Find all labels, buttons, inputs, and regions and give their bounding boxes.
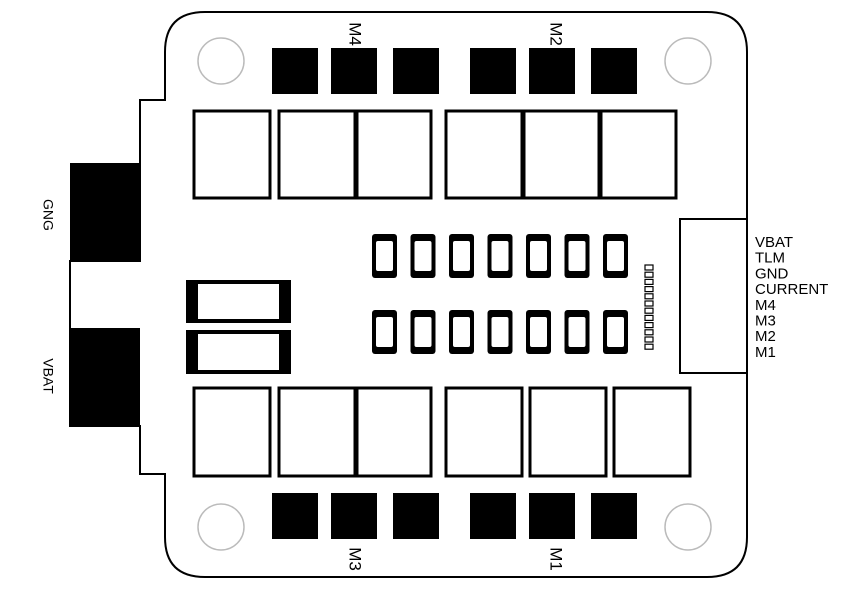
test-pad — [644, 343, 654, 350]
mosfet-outline — [277, 386, 357, 478]
connector-pin-label: TLM — [755, 250, 785, 267]
side-label-gng: GNG — [40, 199, 56, 231]
mosfet-outline — [599, 109, 678, 200]
mosfet-outline — [444, 386, 524, 478]
motor-pad — [529, 48, 575, 94]
motor-label-m4: M4 — [346, 22, 365, 46]
motor-label-m3: M3 — [346, 547, 365, 571]
mosfet-outline — [522, 109, 601, 200]
motor-pad — [272, 493, 318, 539]
connector-pin-label: VBAT — [755, 234, 793, 251]
mosfet-outline — [612, 386, 692, 478]
mount-hole-top-left — [197, 37, 245, 85]
motor-pad — [591, 493, 637, 539]
power-pad-gnd — [70, 163, 140, 260]
test-pad — [644, 336, 654, 343]
smd-component — [526, 234, 551, 278]
motor-pad — [331, 493, 377, 539]
test-pad — [644, 293, 654, 300]
test-pad — [644, 322, 654, 329]
motor-pad — [591, 48, 637, 94]
connector-pin-label: GND — [755, 265, 789, 282]
motor-pad — [272, 48, 318, 94]
test-pad — [644, 264, 654, 271]
connector-pin-label: CURRENT — [755, 281, 828, 298]
mosfet-outline — [192, 386, 272, 478]
smd-component — [372, 234, 397, 278]
motor-pad — [331, 48, 377, 94]
connector-pin-label: M1 — [755, 344, 776, 361]
capacitor — [186, 280, 291, 323]
smd-component — [410, 310, 436, 354]
test-pad — [644, 278, 654, 285]
capacitor — [186, 330, 291, 374]
motor-label-m1: M1 — [547, 547, 566, 571]
signal-connector — [679, 218, 748, 374]
connector-pin-label: M2 — [755, 328, 776, 345]
smd-component — [410, 234, 436, 278]
mosfet-outline — [528, 386, 608, 478]
motor-pad — [393, 48, 439, 94]
mount-hole-bottom-right — [664, 503, 712, 551]
smd-component — [449, 310, 474, 354]
test-pad — [644, 329, 654, 336]
test-pad — [644, 307, 654, 314]
side-label-vbat: VBAT — [40, 358, 56, 394]
mount-hole-top-right — [664, 37, 712, 85]
motor-label-m2: M2 — [547, 22, 566, 46]
motor-pad — [529, 493, 575, 539]
smd-component — [526, 310, 551, 354]
smd-component — [372, 310, 397, 354]
motor-pad — [393, 493, 439, 539]
mosfet-outline — [192, 109, 272, 200]
power-pad-vbat — [70, 328, 140, 425]
test-pad — [644, 286, 654, 293]
mosfet-outline — [277, 109, 357, 200]
test-pad — [644, 300, 654, 307]
mount-hole-bottom-left — [197, 503, 245, 551]
motor-pad — [470, 48, 516, 94]
motor-pad — [470, 493, 516, 539]
connector-pin-label: M4 — [755, 297, 776, 314]
smd-component — [564, 310, 590, 354]
mosfet-outline — [444, 109, 524, 200]
smd-component — [603, 310, 628, 354]
smd-component — [449, 234, 474, 278]
smd-component — [487, 310, 513, 354]
smd-component — [487, 234, 513, 278]
smd-component — [603, 234, 628, 278]
smd-component — [564, 234, 590, 278]
test-pad — [644, 271, 654, 278]
test-pad — [644, 314, 654, 321]
mosfet-outline — [355, 386, 433, 478]
connector-pin-label: M3 — [755, 313, 776, 330]
mosfet-outline — [355, 109, 433, 200]
